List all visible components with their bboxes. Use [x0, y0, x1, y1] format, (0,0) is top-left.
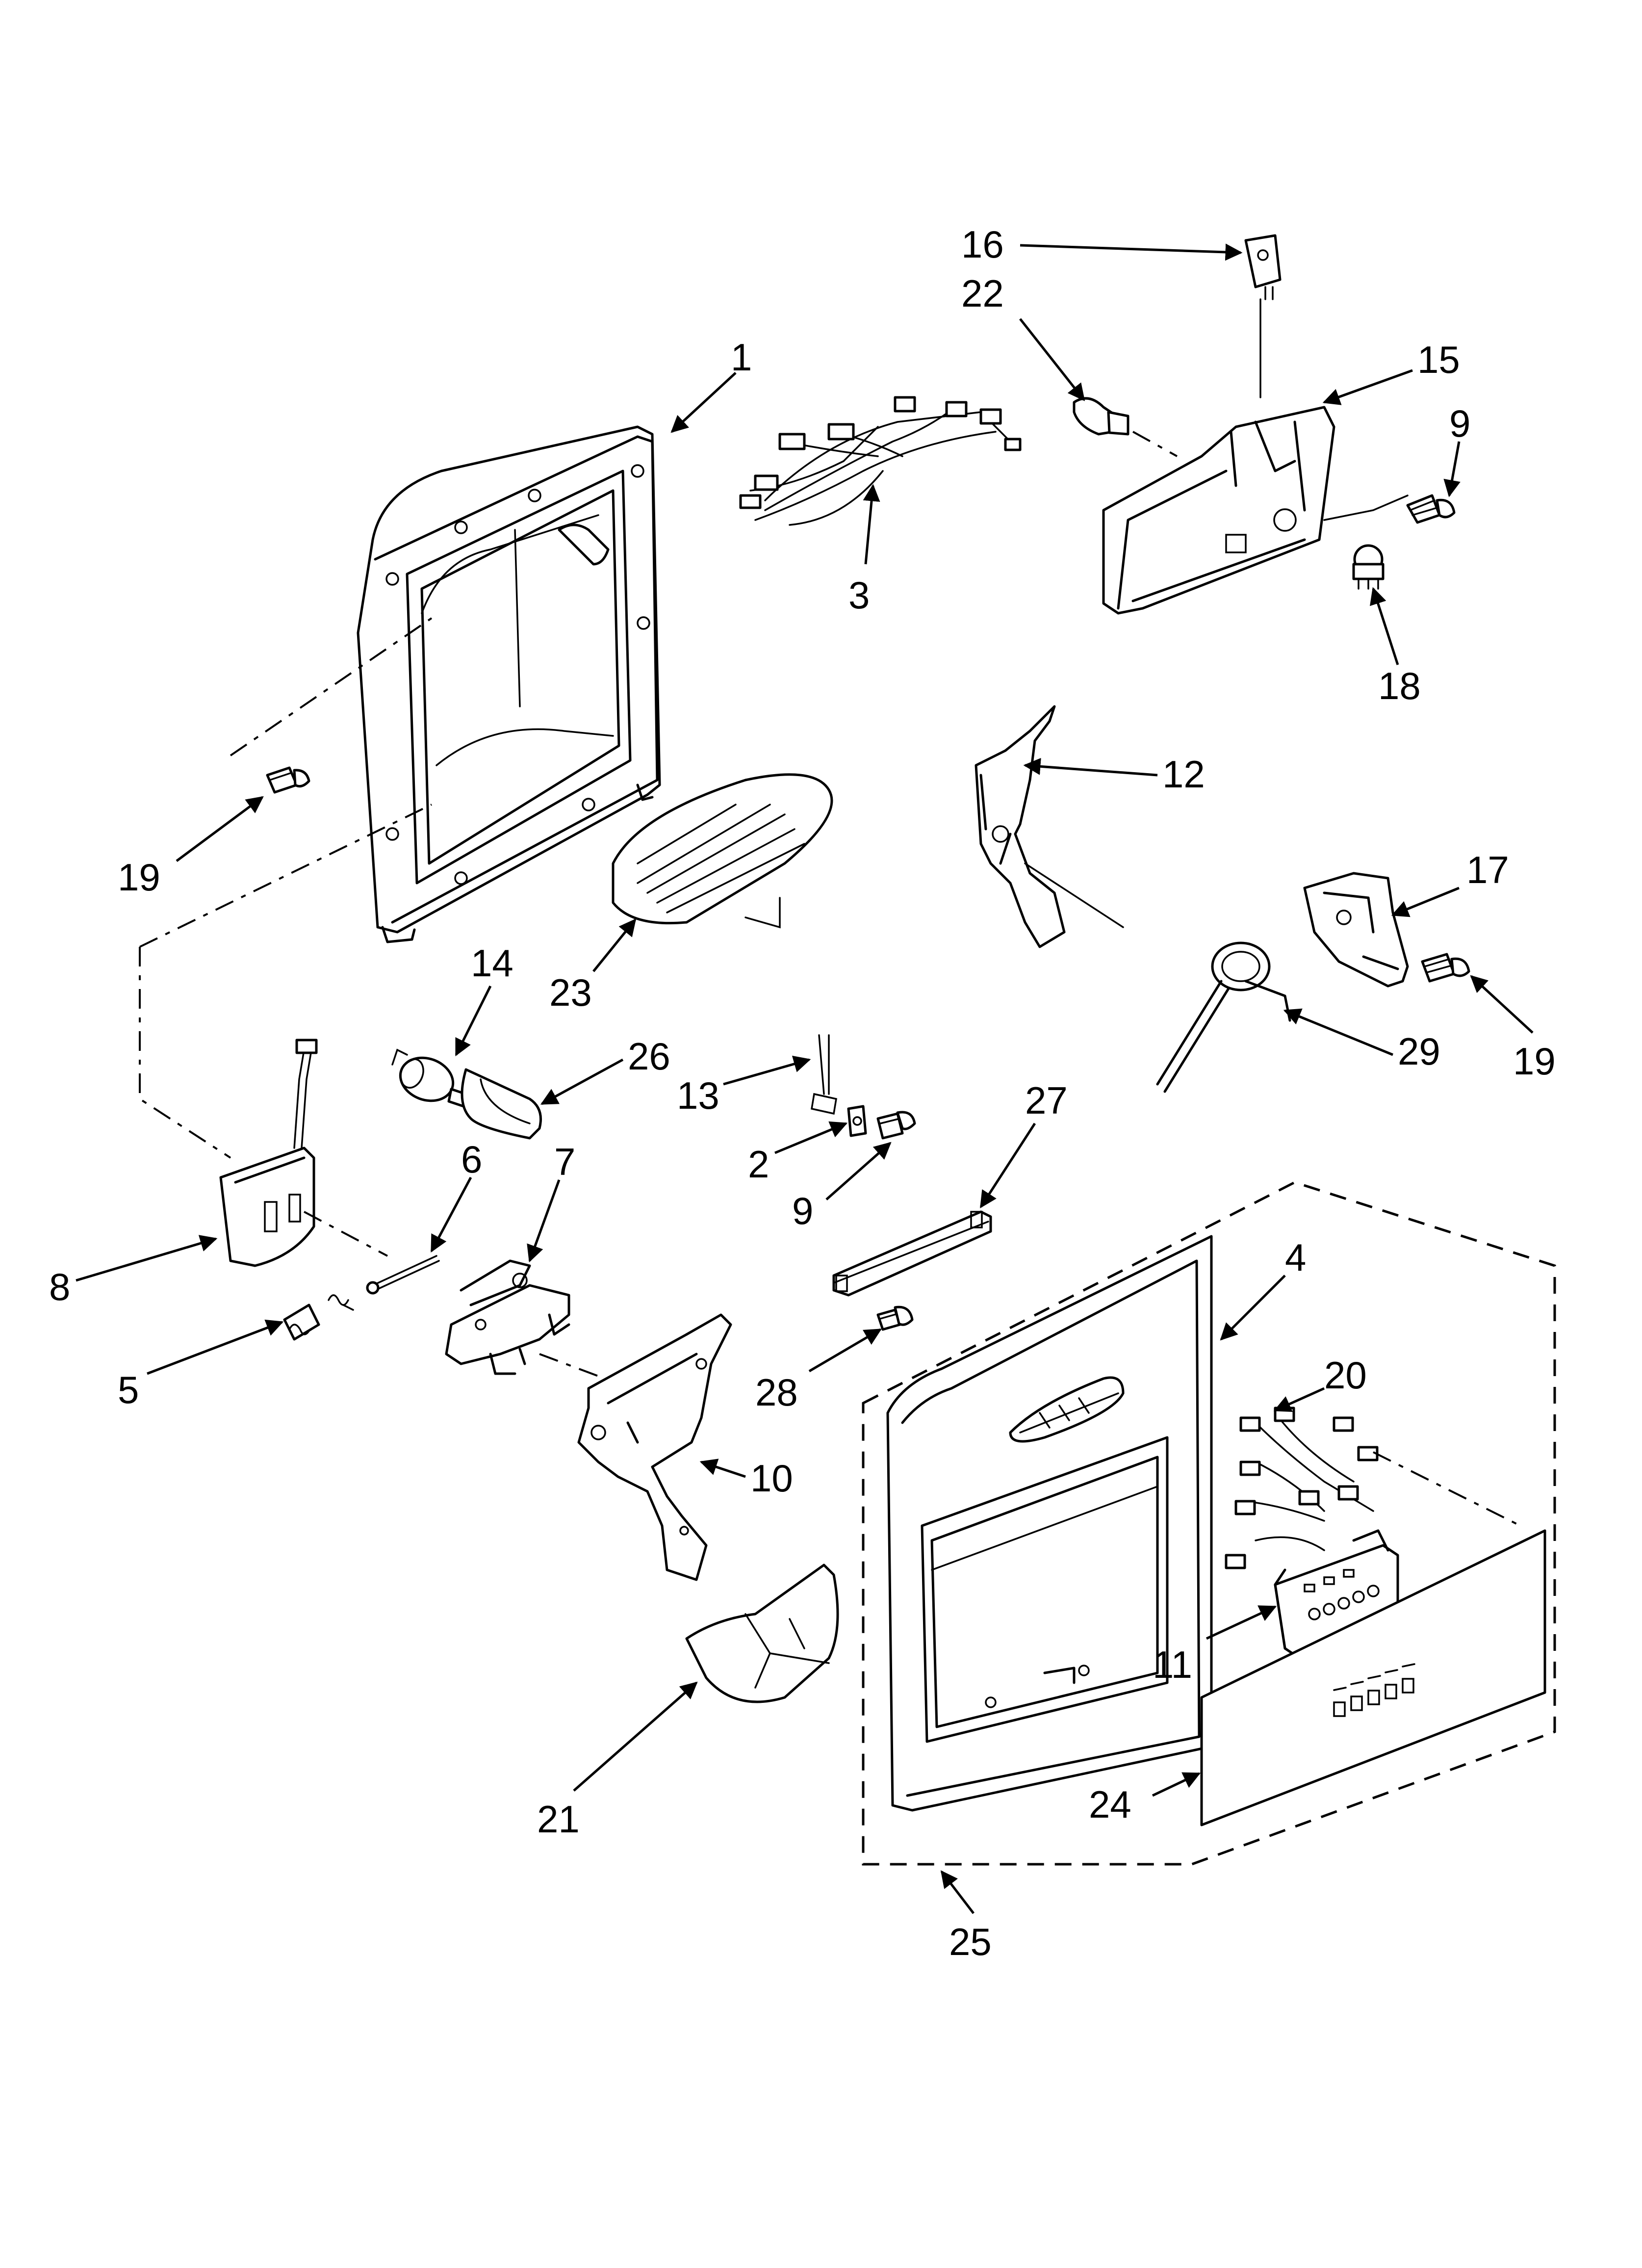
leader-25: [940, 1870, 975, 1914]
leader-2: [774, 1121, 848, 1154]
leader-9-top: [1443, 441, 1461, 497]
part-24-control-decal: [1200, 1529, 1546, 1826]
part-14-motor: [391, 1048, 467, 1108]
callout-16: 16: [961, 223, 1004, 266]
part-28-screw: [876, 1305, 914, 1331]
leader-16: [1020, 243, 1243, 261]
callout-19-left: 19: [118, 856, 160, 899]
leader-6: [430, 1176, 472, 1253]
part-6-pivot-pin: [366, 1255, 440, 1295]
callout-29: 29: [1398, 1030, 1440, 1073]
callout-6: 6: [461, 1138, 482, 1181]
part-22-light-bulb: [1073, 397, 1178, 457]
leader-17: [1391, 886, 1460, 917]
part-9-screw-middle: [876, 1111, 916, 1140]
part-7-lever-housing: [445, 1259, 618, 1384]
callout-27: 27: [1025, 1079, 1068, 1122]
callout-10: 10: [750, 1457, 793, 1500]
part-16-microswitch: [1244, 234, 1282, 398]
part-19-screw-right: [1421, 953, 1470, 983]
part-23-drip-tray: [612, 773, 833, 929]
callout-7: 7: [554, 1140, 575, 1183]
part-15-control-bracket: [1102, 406, 1409, 615]
leader-15: [1322, 369, 1413, 405]
leader-13: [723, 1055, 811, 1086]
callout-17: 17: [1466, 848, 1509, 891]
leader-28: [808, 1328, 882, 1373]
leader-3: [863, 484, 880, 565]
callout-5: 5: [118, 1368, 139, 1411]
callout-20: 20: [1324, 1354, 1367, 1397]
leader-19-left: [176, 796, 264, 862]
part-4-dispenser-front-panel: [886, 1235, 1213, 1812]
leader-21: [573, 1681, 698, 1792]
callout-23: 23: [549, 971, 592, 1014]
leader-29: [1283, 1008, 1393, 1056]
callout-22: 22: [961, 272, 1004, 315]
callout-15: 15: [1417, 338, 1460, 381]
callout-18: 18: [1378, 664, 1421, 707]
leader-8: [76, 1235, 218, 1282]
leader-lines: [76, 243, 1534, 1914]
leader-5: [147, 1319, 284, 1375]
callout-28: 28: [755, 1371, 798, 1414]
callout-4: 4: [1285, 1236, 1306, 1279]
leader-20: [1273, 1387, 1325, 1412]
leader-18: [1370, 587, 1399, 665]
part-9-screw-top: [1406, 494, 1456, 524]
leader-10: [699, 1459, 746, 1478]
callout-19-right: 19: [1513, 1040, 1556, 1083]
callout-11: 11: [1153, 1643, 1192, 1686]
part-13-spring-clip: [811, 1034, 837, 1115]
part-1-dispenser-housing: [357, 425, 661, 943]
part-19-screw-left: [230, 617, 433, 794]
leader-22: [1019, 318, 1085, 401]
callout-1: 1: [731, 336, 752, 379]
callout-13: 13: [677, 1074, 719, 1117]
part-21-ice-chute: [685, 1564, 839, 1703]
callout-2: 2: [748, 1143, 769, 1186]
part-29-solenoid-probe: [1156, 941, 1291, 1093]
part-8-control-module: [139, 804, 432, 1267]
leader-24: [1152, 1772, 1201, 1797]
callout-8: 8: [49, 1265, 70, 1308]
callout-9-middle: 9: [792, 1189, 813, 1232]
leader-26: [540, 1058, 624, 1105]
part-18-switch: [1352, 544, 1385, 590]
part-20-wire-harness: [1225, 1407, 1521, 1569]
part-5-springs: [283, 1294, 354, 1341]
part-17-mounting-bracket: [1303, 872, 1409, 988]
callout-24: 24: [1089, 1783, 1131, 1826]
leader-7: [527, 1179, 561, 1263]
callout-14: 14: [471, 941, 513, 985]
leader-1: [670, 372, 737, 433]
callout-21: 21: [537, 1798, 580, 1841]
callout-3: 3: [848, 574, 870, 617]
leader-23: [592, 918, 637, 972]
callout-9-top: 9: [1449, 402, 1470, 445]
leader-14: [455, 985, 492, 1057]
leader-11: [1206, 1605, 1277, 1640]
callout-labels: 1 2 3 4 5 6 7 8 9 9 9 10 11 12 13 14 15 …: [49, 223, 1556, 1963]
part-26-motor-cover: [461, 1068, 542, 1140]
leader-12: [1023, 757, 1158, 777]
leader-19-right: [1470, 975, 1534, 1034]
callout-26: 26: [628, 1035, 670, 1078]
leader-4: [1220, 1275, 1286, 1341]
leader-27: [979, 1122, 1036, 1208]
part-10-water-paddle: [577, 1313, 732, 1581]
part-2-plate: [847, 1105, 867, 1137]
callout-25: 25: [949, 1920, 992, 1963]
callout-12: 12: [1162, 753, 1205, 796]
leader-9-middle: [825, 1142, 892, 1200]
part-25-assembly-boundary: [862, 1181, 1556, 1866]
part-27-led-light-bar: [832, 1210, 992, 1297]
part-12-actuator-arm: [975, 705, 1124, 948]
part-3-wiring-harness: [739, 396, 1022, 526]
